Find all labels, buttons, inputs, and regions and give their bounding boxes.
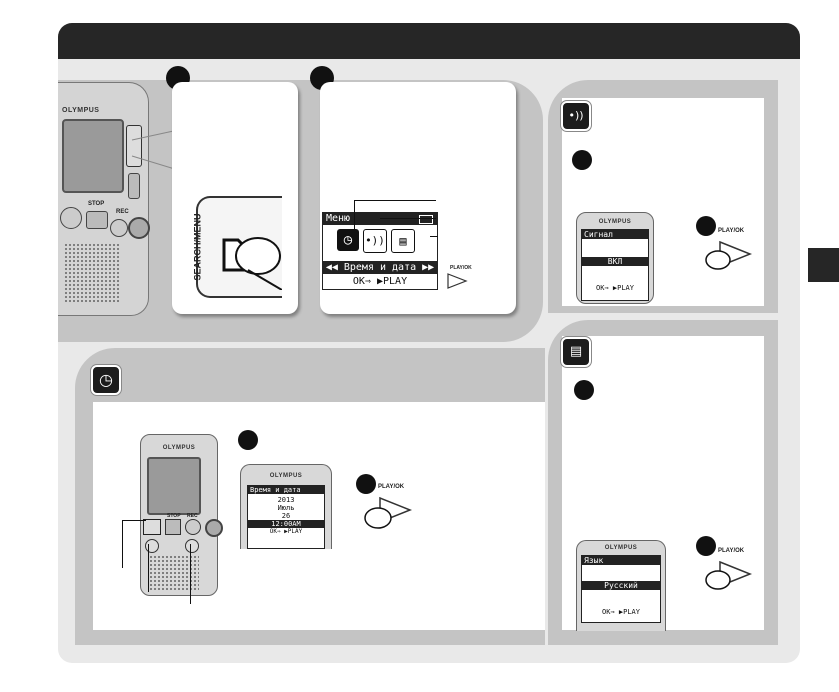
menu-speaker-icon[interactable]: •)) (363, 229, 387, 253)
clock-icon: ◷ (91, 365, 121, 395)
language-device: OLYMPUS Язык Русский OK⇒ ▶PLAY (576, 540, 666, 631)
language-device-brand: OLYMPUS (604, 545, 638, 551)
clock-step-dot (238, 430, 258, 450)
clock-callout-2 (148, 544, 149, 592)
beep-screen-value: ВКЛ (582, 257, 648, 266)
folder-button[interactable] (126, 125, 142, 167)
callout-line-1 (354, 200, 436, 201)
beep-device: OLYMPUS Сигнал ВКЛ OK⇒ ▶PLAY (576, 212, 654, 304)
menu-selected-item: Время и дата (343, 262, 417, 273)
clock-callout-1 (122, 520, 146, 521)
language-screen-value: Русский (582, 581, 660, 590)
finger-press-icon (222, 237, 282, 290)
clock-device-display (147, 457, 201, 515)
callout-line-1v (354, 200, 355, 234)
language-screen-footer: OK⇒ ▶PLAY (602, 608, 640, 616)
language-icon: ▤ (561, 337, 591, 367)
language-screen-title: Язык (582, 556, 660, 565)
datetime-month: Июль (277, 504, 295, 512)
datetime-time: 12:00AM (248, 520, 324, 528)
menu-screen: Меню ◷ •)) ▤ ◀◀ Время и дата ▶▶ OK⇒ ▶PLA… (322, 212, 438, 290)
beep-screen: Сигнал ВКЛ OK⇒ ▶PLAY (581, 229, 649, 301)
language-play-ok-label: PLAY/OK (718, 548, 745, 554)
clock-device-stop-label: STOP (167, 513, 181, 519)
language-step-dot (574, 380, 594, 400)
clock-zoom-device: OLYMPUS Время и дата 2013 Июль 26 12:00A… (240, 464, 332, 549)
datetime-screen: Время и дата 2013 Июль 26 12:00AM OK⇒ ▶P… (247, 485, 325, 549)
language-play-ok-button[interactable] (700, 556, 756, 596)
callout-line-3 (430, 236, 438, 237)
menu-language-icon[interactable]: ▤ (391, 229, 415, 253)
clock-callout-3 (190, 544, 191, 604)
beep-ok-step-dot (696, 216, 716, 236)
clock-device-rec-label: REC (187, 513, 198, 519)
menu-clock-icon[interactable]: ◷ (337, 229, 359, 251)
beep-screen-title: Сигнал (582, 230, 648, 239)
speaker-grille (64, 243, 120, 303)
stop-button[interactable] (86, 211, 108, 229)
language-screen: Язык Русский OK⇒ ▶PLAY (581, 555, 661, 623)
beep-device-brand: OLYMPUS (598, 219, 632, 225)
clock-ok-step-dot (356, 474, 376, 494)
side-label: SEARCH/MENU (192, 213, 203, 281)
side-tab (808, 248, 839, 282)
device-display (62, 119, 124, 193)
play-button[interactable] (60, 207, 82, 229)
clock-play-ok-button[interactable] (358, 492, 418, 536)
device-stop-label: STOP (88, 201, 105, 207)
callout-line-2 (380, 218, 436, 219)
play-ok-arrow-icon[interactable] (446, 272, 468, 290)
clock-speaker-grille (149, 555, 199, 591)
recorder-device: OLYMPUS STOP REC (58, 82, 150, 316)
clock-zoom-brand: OLYMPUS (269, 473, 303, 479)
clock-play-button[interactable] (143, 519, 161, 535)
menu-key-label: PLAY/OK (450, 265, 472, 271)
device-brand: OLYMPUS (62, 107, 100, 114)
clock-stop-button[interactable] (165, 519, 181, 535)
clock-device: OLYMPUS STOP REC (140, 434, 223, 596)
beep-play-ok-label: PLAY/OK (718, 228, 745, 234)
menu-title: Меню (326, 213, 351, 224)
device-rec-label: REC (116, 209, 129, 215)
search-menu-key[interactable]: SEARCH/MENU (192, 196, 282, 298)
datetime-year: 2013 (277, 496, 295, 504)
menu-footer: OK⇒ ▶PLAY (352, 276, 408, 287)
clock-device-brand: OLYMPUS (162, 445, 196, 451)
beep-step-dot (572, 150, 592, 170)
speaker-icon: •)) (561, 101, 591, 131)
rec-button[interactable] (110, 219, 128, 237)
clock-rec-button[interactable] (185, 519, 201, 535)
side-switch[interactable] (128, 173, 140, 199)
clock-play-ok-label: PLAY/OK (378, 484, 405, 490)
language-ok-step-dot (696, 536, 716, 556)
clock-plus-button[interactable] (185, 539, 199, 553)
clock-callout-1v (122, 520, 123, 568)
clock-jog-dial[interactable] (205, 519, 223, 537)
datetime-screen-title: Время и дата (248, 486, 324, 494)
battery-icon (419, 215, 433, 224)
section-header-bar (58, 23, 800, 59)
beep-screen-footer: OK⇒ ▶PLAY (596, 284, 634, 292)
datetime-day: 26 (281, 512, 291, 520)
zoom-connector (131, 129, 179, 171)
datetime-footer: OK⇒ ▶PLAY (269, 528, 303, 535)
side-jog-dial[interactable] (128, 217, 150, 239)
beep-play-ok-button[interactable] (700, 236, 756, 276)
